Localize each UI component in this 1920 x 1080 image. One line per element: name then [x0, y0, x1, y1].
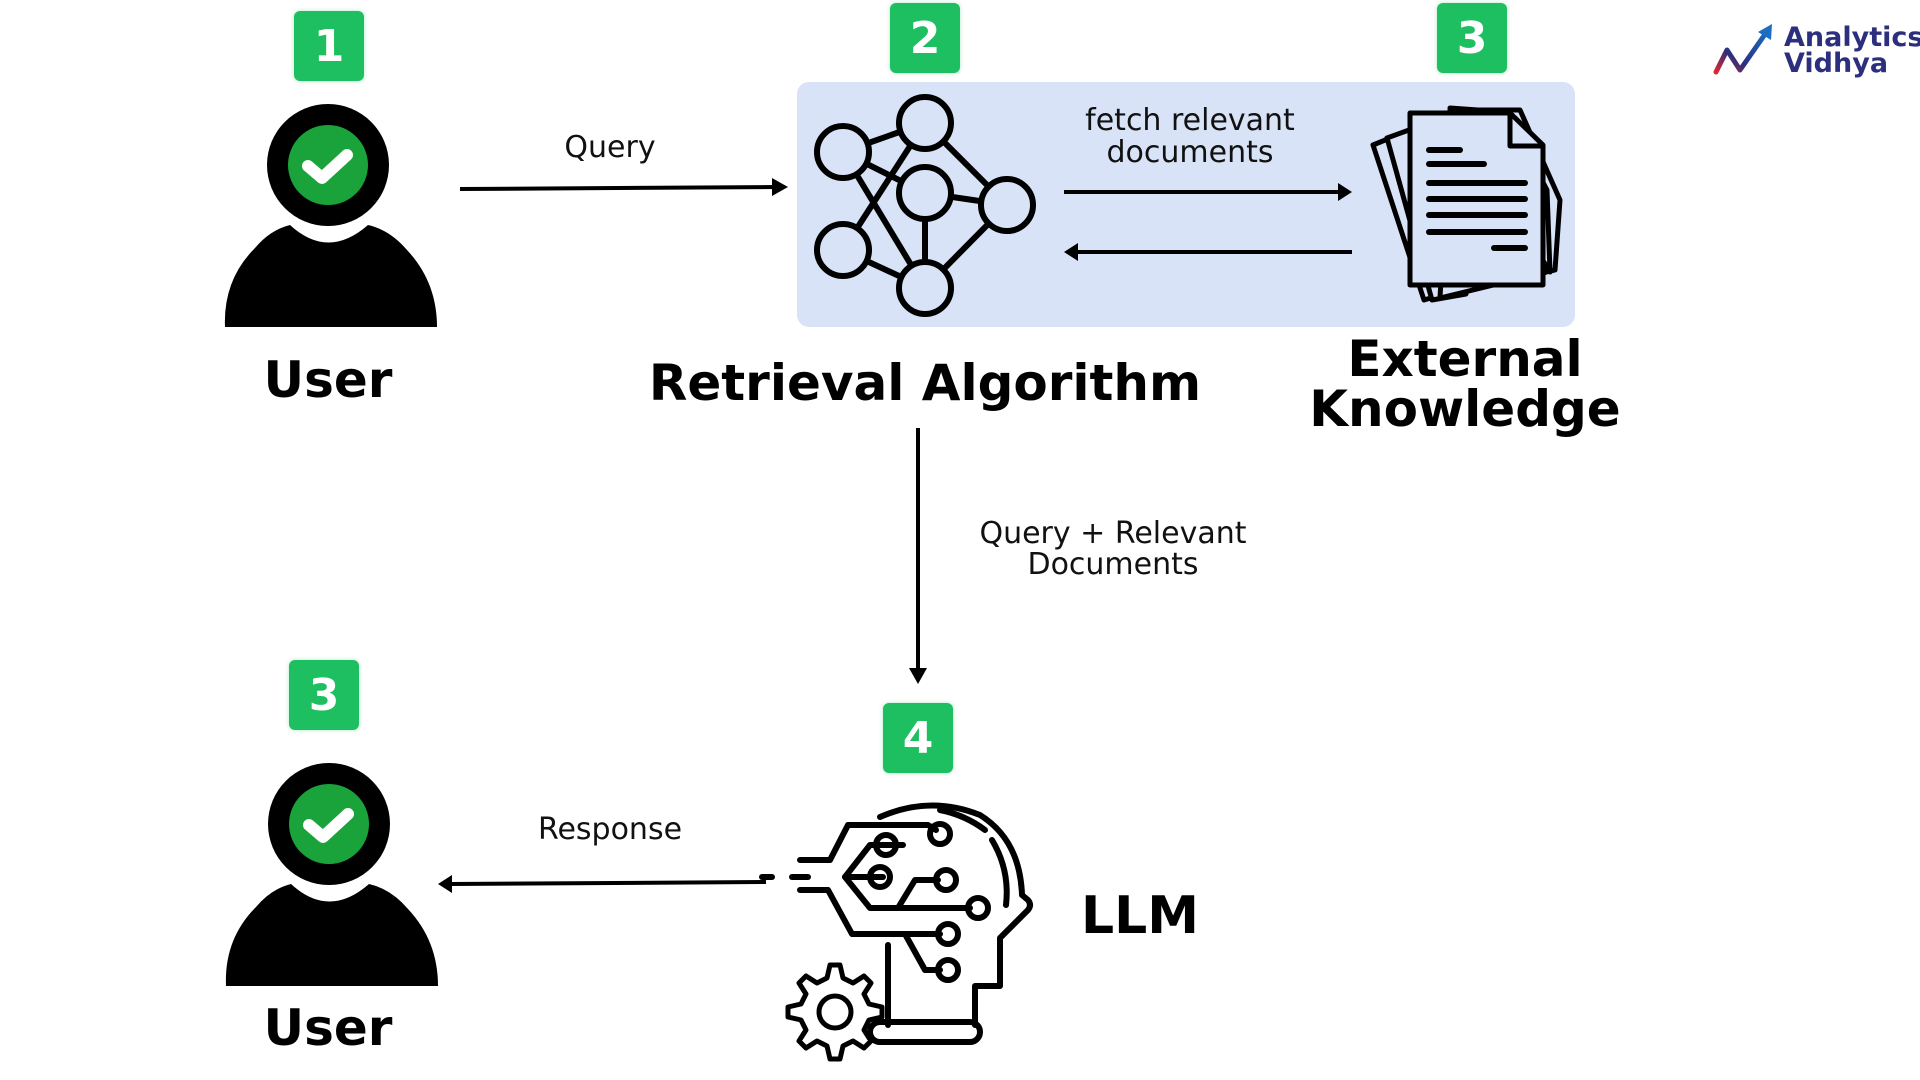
logo-text-line2: Vidhya: [1784, 48, 1889, 79]
fetch-arrow: [1064, 183, 1352, 201]
retrieval-algorithm-label: Retrieval Algorithm: [648, 354, 1202, 412]
llm-label: LLM: [1080, 886, 1199, 946]
fetch-edge-label-line1: fetch relevant: [1085, 103, 1295, 138]
step-badge-1: 1: [294, 11, 364, 81]
trend-arrow-icon: [1713, 24, 1772, 75]
query-documents-arrow: [909, 428, 927, 684]
query-documents-label-line2: Documents: [1027, 547, 1199, 582]
step-badge-4: 4: [883, 703, 953, 773]
user-check-icon: [224, 104, 437, 327]
external-knowledge-label-line1: External: [1347, 330, 1583, 388]
user-bottom-label: User: [263, 999, 393, 1057]
gear-icon: [785, 962, 885, 1062]
user-check-icon: [225, 763, 438, 986]
query-edge-label: Query: [564, 130, 656, 165]
fetch-edge-label-line2: documents: [1106, 135, 1274, 170]
step-badge-3-knowledge: 3: [1437, 3, 1507, 73]
query-arrow: [459, 178, 788, 196]
logo-text-line1: Analytics: [1784, 22, 1920, 53]
neural-network-icon: [814, 94, 1036, 317]
return-documents-arrow: [1064, 243, 1352, 261]
step-badge-3-user: 3: [289, 660, 359, 730]
ai-head-icon: [759, 802, 1033, 1062]
external-knowledge-label-line2: Knowledge: [1309, 380, 1621, 438]
response-arrow: [438, 875, 767, 893]
response-edge-label: Response: [537, 812, 683, 847]
documents-icon: [1370, 105, 1563, 303]
step-badge-2: 2: [890, 3, 960, 73]
query-documents-label-line1: Query + Relevant: [979, 516, 1247, 551]
user-top-label: User: [263, 351, 393, 409]
